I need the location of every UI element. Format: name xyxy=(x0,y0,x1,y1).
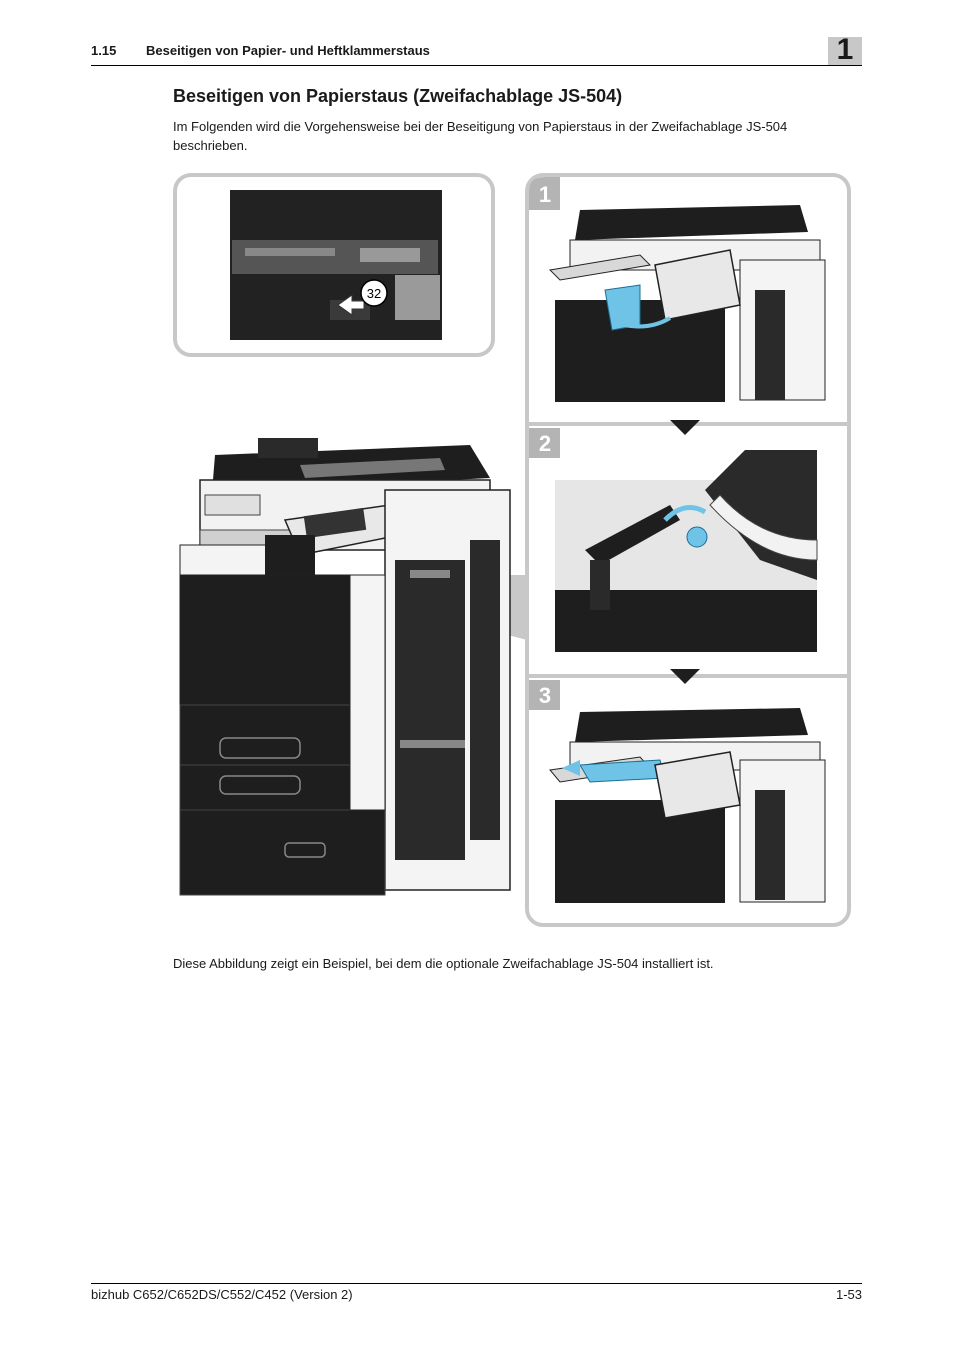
page-title: Beseitigen von Papierstaus (Zweifachabla… xyxy=(173,86,623,106)
header-rule xyxy=(91,65,862,66)
chapter-number: 1 xyxy=(836,33,854,66)
callout-circle xyxy=(360,279,388,307)
footer-model: bizhub C652/C652DS/C552/C452 (Version 2) xyxy=(91,1287,353,1302)
rotate-arrow-icon xyxy=(663,505,707,522)
step-3-number: 3 xyxy=(539,683,551,708)
step-2: 2 xyxy=(529,428,818,652)
arrow-icon xyxy=(337,294,365,316)
footer-rule xyxy=(91,1283,862,1284)
step-1-number: 1 xyxy=(539,182,551,207)
rotate-arrow-icon xyxy=(624,316,672,329)
step-3: 3 xyxy=(529,680,826,903)
header-section-number: 1.15 xyxy=(91,43,117,58)
figure-caption: Diese Abbildung zeigt ein Beispiel, bei … xyxy=(173,956,714,971)
knob-highlight xyxy=(686,526,708,548)
footer-page-number: 1-53 xyxy=(835,1287,862,1302)
next-arrow-icon xyxy=(670,420,700,435)
next-arrow-icon xyxy=(670,669,700,684)
printer-illustration xyxy=(179,438,511,896)
intro-paragraph: Im Folgenden wird die Vorgehensweise bei… xyxy=(173,119,788,153)
location-inset: 32 xyxy=(173,173,495,357)
chapter-tab xyxy=(828,37,862,65)
step-1: 1 xyxy=(529,177,826,402)
step-2-number: 2 xyxy=(539,431,551,456)
header-section-title: Beseitigen von Papier- und Heftklammerst… xyxy=(146,43,430,58)
steps-panel: 1 2 3 xyxy=(525,173,851,927)
callout-number: 32 xyxy=(367,286,381,301)
pull-arrow-icon xyxy=(562,760,580,776)
